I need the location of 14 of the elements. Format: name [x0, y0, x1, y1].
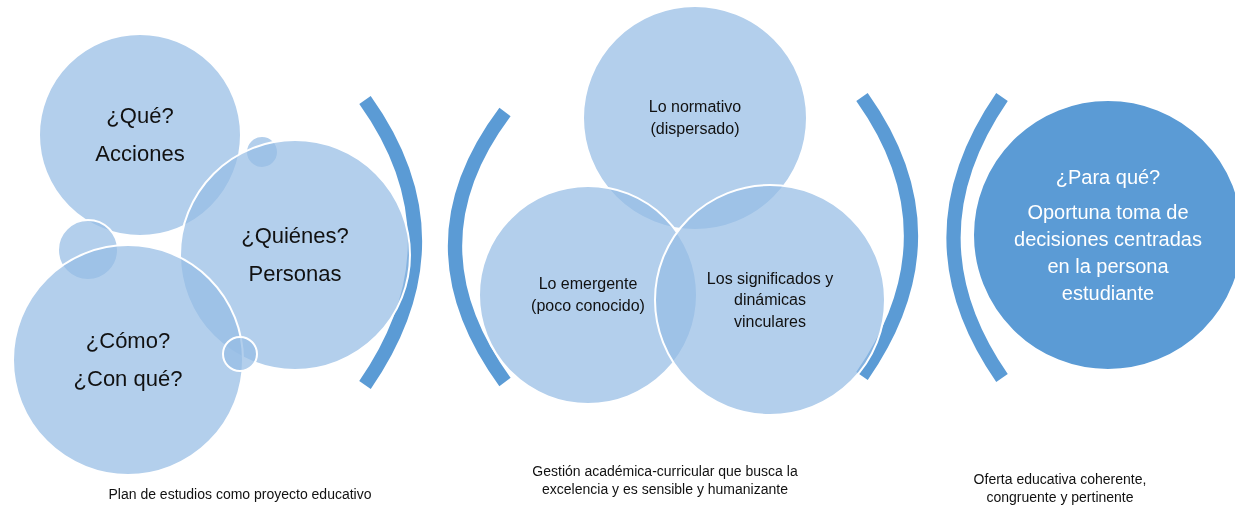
question-heading: ¿Quiénes?	[241, 222, 349, 251]
circle-text: Los significados y dinámicas vinculares	[705, 268, 835, 332]
question-heading: ¿Para qué?	[1055, 164, 1161, 190]
circle-text: Personas	[248, 260, 342, 288]
question-heading: ¿Cómo?	[85, 327, 171, 356]
circle-text: Acciones	[95, 140, 185, 168]
caption-text: Gestión académica-curricular que busca la excelencia y es sensible y humanizante	[531, 462, 799, 499]
circle-text: Lo emergente (poco conocido)	[530, 274, 646, 316]
caption-text: Oferta educativa coherente, congruente y pertinente	[972, 470, 1148, 507]
circle-text: ¿Con qué?	[73, 365, 183, 393]
question-heading: ¿Qué?	[106, 102, 174, 131]
circle-text: Oportuna toma de decisiones centradas en la persona estudiante	[1013, 199, 1203, 306]
circle-text: Lo normativo (dispersado)	[647, 97, 743, 139]
caption-text: Plan de estudios como proyecto educativo	[107, 485, 373, 504]
